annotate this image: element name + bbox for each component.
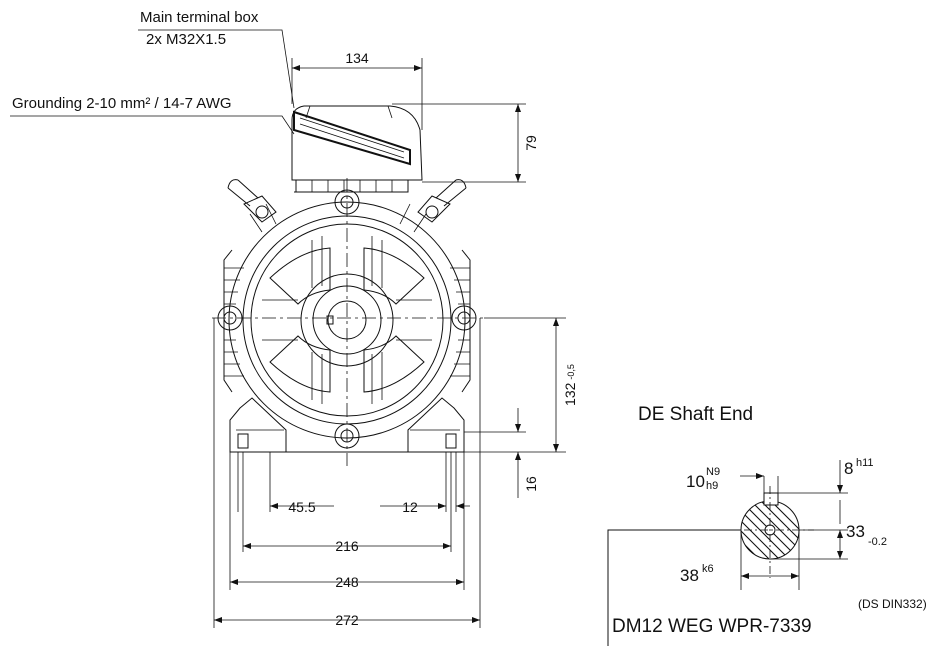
dimension-lines — [213, 58, 566, 628]
shaft-key — [763, 492, 779, 506]
dim-box-width: 134 — [345, 50, 369, 66]
grounding-label: Grounding 2-10 mm² / 14-7 AWG — [12, 95, 232, 112]
dim-foot-hole-width: 12 — [402, 499, 418, 515]
center-lines — [212, 178, 484, 466]
dim-foot-height: 16 — [523, 476, 539, 492]
key-width: 10 — [686, 472, 705, 491]
key-height-tol: h11 — [856, 457, 874, 469]
dim-hole-offset: 45.5 — [288, 499, 315, 515]
shaft-diameter: 38 — [680, 566, 699, 585]
terminal-box-thread-label: 2x M32X1.5 — [146, 31, 226, 48]
terminal-box — [291, 105, 423, 193]
model-designation: DM12 WEG WPR-7339 — [612, 616, 812, 637]
key-width-label: 10 — [686, 472, 705, 491]
title-block: DM12 WEG WPR-7339 — [607, 529, 812, 646]
terminal-box-label: Main terminal box — [140, 9, 259, 26]
dim-hole-spacing: 216 — [335, 538, 359, 554]
dim-overall-width: 272 — [335, 612, 359, 628]
lifting-eye-left — [227, 179, 277, 223]
key-height: 8 — [844, 459, 853, 478]
terminal-box-leader — [138, 29, 295, 109]
dim-shaft-height-tol: -0,5 — [566, 364, 576, 380]
lifting-eye-right — [417, 179, 467, 223]
key-width-tol-upper: N9 — [706, 466, 720, 478]
dim-shaft-height: 132 — [562, 382, 578, 406]
shaft-end-title: DE Shaft End — [638, 404, 753, 425]
shaft-diameter-tol: k6 — [702, 563, 714, 575]
shaft-dim-tol: -0.2 — [868, 536, 887, 548]
standard-note: (DS DIN332) — [858, 597, 927, 611]
dim-box-height: 79 — [523, 135, 539, 151]
shaft-dim: 33 — [846, 522, 865, 541]
shaft-end-detail: DE Shaft End 10 N9 h9 8 h11 33 -0.2 38 k… — [638, 404, 927, 611]
dim-foot-span: 248 — [335, 574, 359, 590]
grounding-leader — [10, 115, 295, 135]
dim-shaft-height-label: 132 -0,5 — [562, 364, 578, 406]
key-width-tol-lower: h9 — [706, 480, 718, 492]
